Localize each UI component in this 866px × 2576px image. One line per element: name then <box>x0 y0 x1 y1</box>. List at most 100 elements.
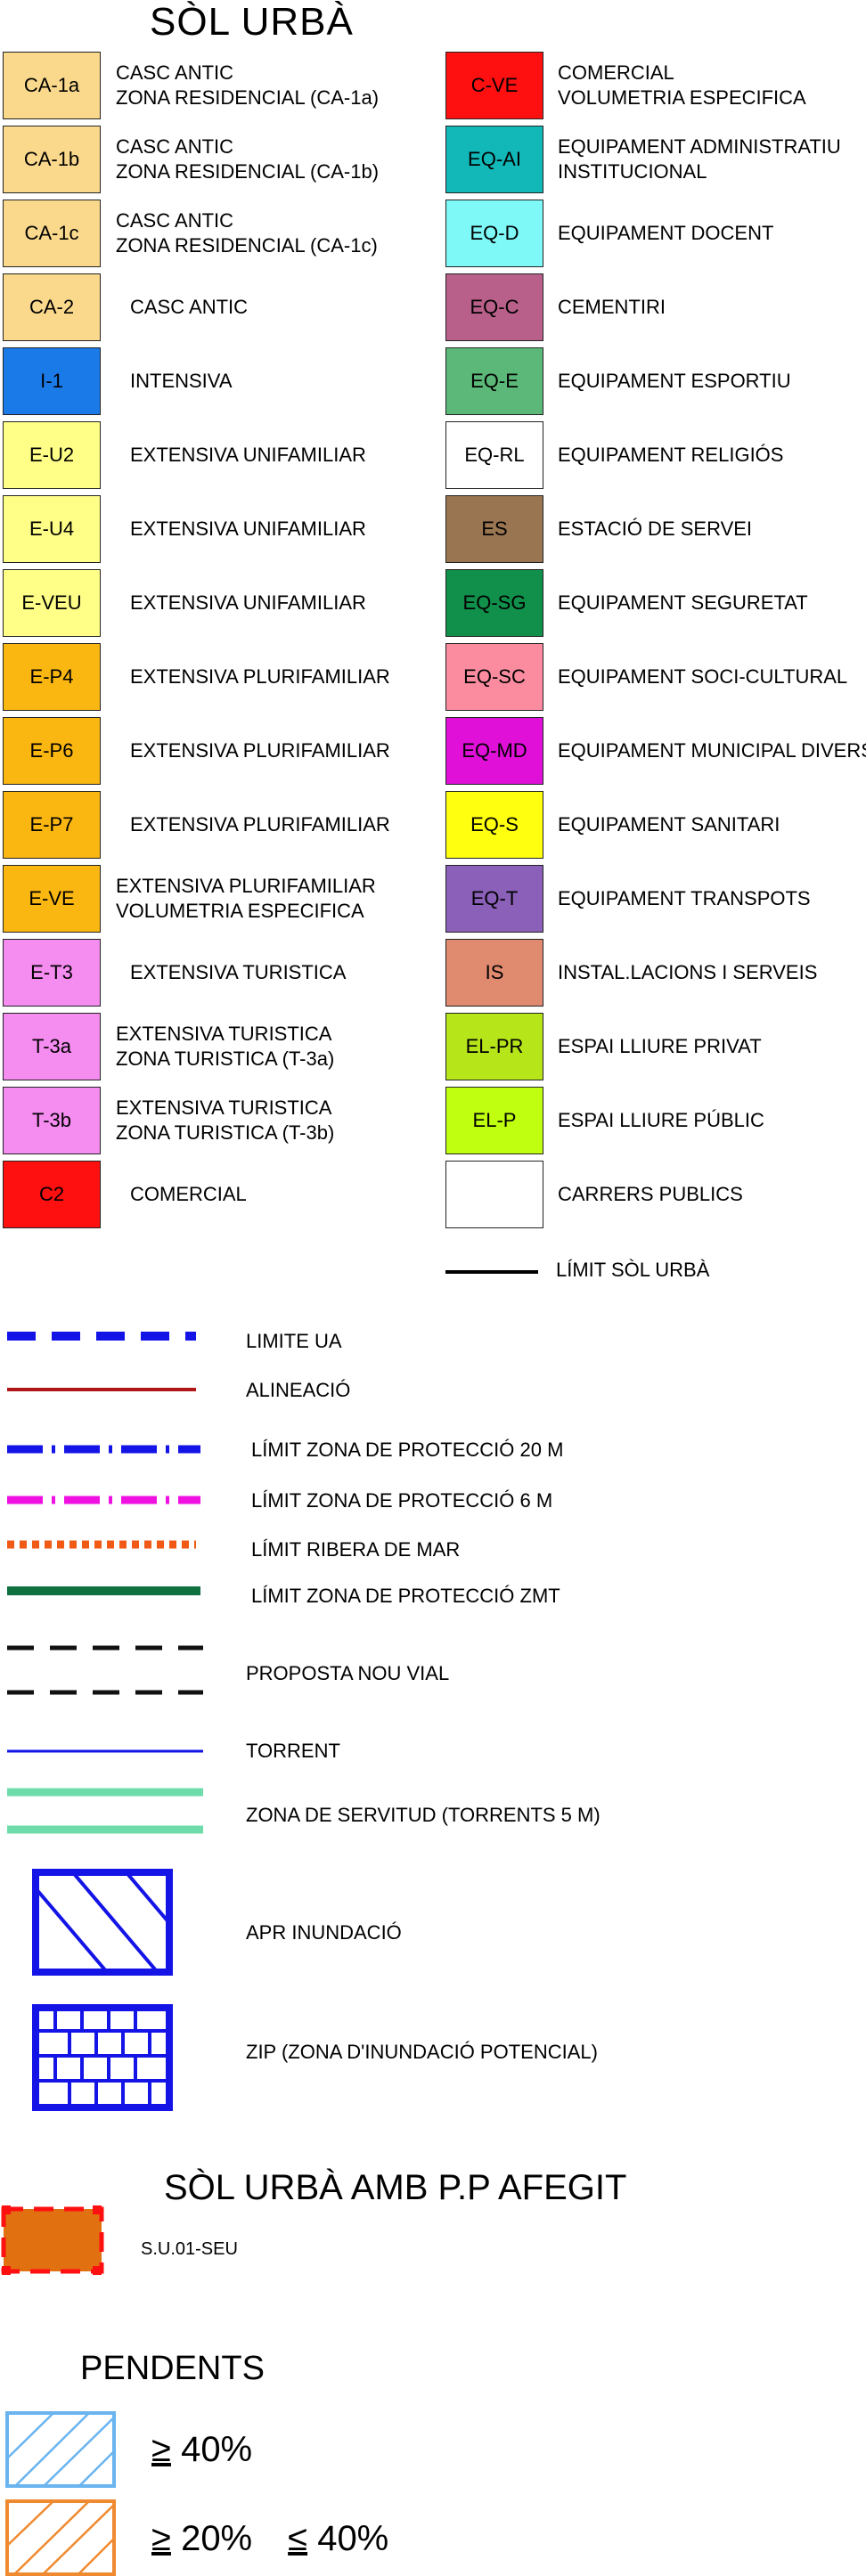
pendent-20-40-label: ≥ 20%≤ 40% <box>151 2519 388 2559</box>
equip-label-line: EQUIPAMENT TRANSPOTS <box>558 887 811 909</box>
equip-code: EQ-AI <box>468 148 521 170</box>
equip-swatch: EL-P <box>445 1087 543 1154</box>
equip-label-line: VOLUMETRIA ESPECIFICA <box>558 86 806 109</box>
zone-label-line: EXTENSIVA PLURIFAMILIAR <box>116 875 376 897</box>
equip-label: EQUIPAMENT TRANSPOTS <box>558 886 811 911</box>
zone-label-line: ZONA RESIDENCIAL (CA-1b) <box>116 160 380 183</box>
zona-20m-label: LÍMIT ZONA DE PROTECCIÓ 20 M <box>251 1439 564 1461</box>
zone-label-line: CASC ANTIC <box>130 296 249 318</box>
equip-label: ESTACIÓ DE SERVEI <box>558 517 752 542</box>
equip-code: EQ-RL <box>464 444 525 466</box>
equip-label-line: INSTITUCIONAL <box>558 160 707 183</box>
equip-code: EQ-SC <box>463 665 526 688</box>
equip-code: ES <box>481 518 508 540</box>
equip-label: EQUIPAMENT SEGURETAT <box>558 591 808 615</box>
zone-swatch: E-VE <box>3 865 101 933</box>
equip-swatch: EQ-AI <box>445 126 543 193</box>
zone-swatch: E-P7 <box>3 791 101 859</box>
zone-code: E-P6 <box>29 739 74 762</box>
equip-swatch: EQ-T <box>445 865 543 933</box>
equip-label-line: EQUIPAMENT DOCENT <box>558 222 774 244</box>
zone-code: E-P4 <box>29 665 74 688</box>
zone-label-line: EXTENSIVA UNIFAMILIAR <box>130 591 366 614</box>
zone-code: CA-1c <box>24 222 79 244</box>
zone-label: COMERCIAL <box>130 1182 247 1207</box>
zona-6m-label: LÍMIT ZONA DE PROTECCIÓ 6 M <box>251 1489 553 1512</box>
zone-label-line: CASC ANTIC <box>116 61 234 84</box>
pendent-value: 40% <box>170 2430 253 2469</box>
equip-code: EQ-E <box>470 370 519 392</box>
limite-ua-label: LIMITE UA <box>246 1330 342 1352</box>
servitud-label: ZONA DE SERVITUD (TORRENTS 5 M) <box>246 1804 600 1826</box>
equip-code: EL-PR <box>465 1035 524 1057</box>
apr-inundacio-box <box>32 1869 173 1976</box>
pp-section-title: SÒL URBÀ AMB P.P AFEGIT <box>164 2168 627 2207</box>
equip-label-line: CEMENTIRI <box>558 296 666 318</box>
equip-label-line: ESTACIÓ DE SERVEI <box>558 518 753 540</box>
zip-box <box>32 2004 173 2111</box>
page-title: SÒL URBÀ <box>150 0 354 44</box>
equip-label-line: EQUIPAMENT ESPORTIU <box>558 370 791 392</box>
pendent-op-ge: ≥ <box>151 2430 171 2469</box>
alineacio-label: ALINEACIÓ <box>246 1379 351 1401</box>
equip-label-line: EQUIPAMENT RELIGIÓS <box>558 444 784 466</box>
pp-swatch <box>1 2205 104 2275</box>
equip-label: INSTAL.LACIONS I SERVEIS <box>558 960 817 985</box>
zone-label: EXTENSIVA UNIFAMILIAR <box>130 591 366 615</box>
equip-label-line: ESPAI LLIURE PRIVAT <box>558 1035 762 1057</box>
equip-label: EQUIPAMENT SANITARI <box>558 812 780 837</box>
equip-swatch: EQ-C <box>445 273 543 341</box>
zone-code: E-VEU <box>21 591 82 614</box>
zone-label-line: INTENSIVA <box>130 370 233 392</box>
zone-label-line: ZONA RESIDENCIAL (CA-1a) <box>116 86 380 109</box>
zone-label-line: EXTENSIVA TURISTICA <box>116 1023 332 1045</box>
zone-label-line: EXTENSIVA TURISTICA <box>130 961 347 983</box>
zone-label-line: EXTENSIVA UNIFAMILIAR <box>130 444 366 466</box>
zip-label: ZIP (ZONA D'INUNDACIÓ POTENCIAL) <box>246 2041 598 2063</box>
zone-code: C2 <box>38 1183 65 1205</box>
pendent-value-2: 40% <box>307 2519 389 2558</box>
pendent-40-swatch <box>5 2411 116 2488</box>
zone-code: E-VE <box>29 887 75 909</box>
equip-swatch: C-VE <box>445 52 543 119</box>
pendent-20-40-swatch <box>5 2499 116 2576</box>
zone-swatch: C2 <box>3 1161 101 1228</box>
zone-label: EXTENSIVA UNIFAMILIAR <box>130 443 366 468</box>
zone-label: EXTENSIVA PLURIFAMILIAR VOLUMETRIA ESPECI… <box>116 874 376 924</box>
equip-swatch: EQ-RL <box>445 421 543 489</box>
equip-swatch: EQ-MD <box>445 717 543 785</box>
zone-swatch: E-P6 <box>3 717 101 785</box>
zone-code: E-U2 <box>29 444 75 466</box>
equip-label: ESPAI LLIURE PÚBLIC <box>558 1108 764 1133</box>
zone-swatch: T-3a <box>3 1013 101 1080</box>
equip-label: EQUIPAMENT RELIGIÓS <box>558 443 783 468</box>
zone-code: T-3a <box>31 1035 72 1057</box>
equip-code: EQ-MD <box>462 739 527 762</box>
equip-label-line: COMERCIAL <box>558 61 674 84</box>
equip-code: EQ-SG <box>462 591 527 614</box>
equip-swatch <box>445 1161 543 1228</box>
equip-label: ESPAI LLIURE PRIVAT <box>558 1034 762 1059</box>
pp-item-label: S.U.01-SEU <box>141 2239 238 2259</box>
zone-swatch: E-P4 <box>3 643 101 711</box>
zone-label: CASC ANTIC <box>130 295 248 320</box>
pendents-title: PENDENTS <box>80 2350 265 2387</box>
zone-label-line: EXTENSIVA UNIFAMILIAR <box>130 518 366 540</box>
zone-label-line: ZONA RESIDENCIAL (CA-1c) <box>116 234 378 257</box>
zone-label-line: VOLUMETRIA ESPECIFICA <box>116 900 364 922</box>
apr-inundacio-label: APR INUNDACIÓ <box>246 1921 402 1944</box>
zone-label-line: CASC ANTIC <box>116 209 234 232</box>
zone-label-line: EXTENSIVA PLURIFAMILIAR <box>130 813 390 836</box>
equip-swatch: EL-PR <box>445 1013 543 1080</box>
zone-code: E-T3 <box>30 961 73 983</box>
pendent-op-le: ≤ <box>288 2519 308 2558</box>
equip-code: EL-P <box>472 1109 517 1131</box>
equip-swatch: EQ-D <box>445 200 543 267</box>
equip-label: EQUIPAMENT MUNICIPAL DIVERS <box>558 738 866 763</box>
equip-label-line: EQUIPAMENT SEGURETAT <box>558 591 808 614</box>
